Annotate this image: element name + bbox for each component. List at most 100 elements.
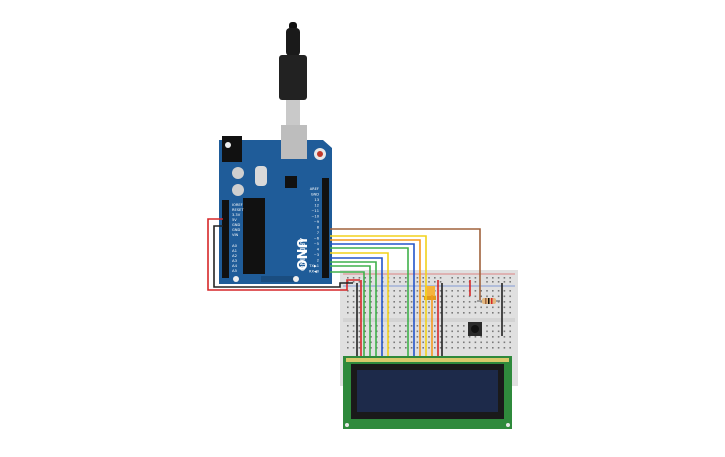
breadboard-hole xyxy=(428,281,430,283)
breadboard-hole xyxy=(358,281,361,283)
breadboard-hole xyxy=(422,341,424,344)
breadboard-hole xyxy=(451,341,453,344)
breadboard-hole xyxy=(463,336,465,338)
breadboard-hole xyxy=(492,281,494,283)
breadboard-hole xyxy=(474,290,477,292)
breadboard-hole xyxy=(364,341,366,344)
button-cap xyxy=(471,325,479,333)
breadboard-hole xyxy=(463,306,465,309)
breadboard-hole xyxy=(364,290,366,292)
breadboard-hole xyxy=(399,306,401,309)
breadboard-hole xyxy=(352,281,355,283)
breadboard-hole xyxy=(364,312,366,314)
breadboard-hole xyxy=(358,295,361,298)
digital-header xyxy=(322,178,329,278)
breadboard-hole xyxy=(445,295,448,298)
usb-port xyxy=(281,125,307,159)
breadboard-hole xyxy=(474,277,477,279)
breadboard-hole xyxy=(370,336,372,338)
breadboard-hole xyxy=(509,281,511,283)
breadboard-hole xyxy=(347,301,349,303)
breadboard-hole xyxy=(457,306,459,309)
breadboard-hole xyxy=(492,312,494,314)
breadboard-hole xyxy=(480,336,482,338)
breadboard-hole xyxy=(405,347,407,349)
breadboard-hole xyxy=(410,330,413,333)
breadboard-hole xyxy=(445,341,448,344)
breadboard-hole xyxy=(434,277,436,279)
breadboard-hole xyxy=(399,295,401,298)
breadboard-hole xyxy=(370,290,372,292)
breadboard-hole xyxy=(463,290,465,292)
breadboard-hole xyxy=(463,341,465,344)
breadboard-hole xyxy=(445,306,448,309)
breadboard-hole xyxy=(451,277,453,279)
capacitor-1 xyxy=(232,167,244,179)
wire-yellow xyxy=(330,235,427,362)
breadboard-hole xyxy=(474,306,477,309)
breadboard-hole xyxy=(405,325,407,327)
breadboard-hole xyxy=(347,341,349,344)
arduino-logo-text: ARDUINO xyxy=(298,238,306,271)
breadboard-hole xyxy=(358,312,361,314)
breadboard-hole xyxy=(445,330,448,333)
wire-blue-1 xyxy=(330,243,415,362)
digital-pin-label: 8 xyxy=(317,226,320,230)
breadboard-hole xyxy=(364,301,366,303)
breadboard-hole xyxy=(503,312,506,314)
breadboard-hole xyxy=(439,281,442,283)
resistor-band xyxy=(485,298,487,304)
breadboard-hole xyxy=(364,330,366,333)
breadboard-hole xyxy=(352,312,355,314)
breadboard-hole xyxy=(503,301,506,303)
breadboard-hole xyxy=(352,290,355,292)
breadboard-hole xyxy=(393,306,395,309)
breadboard-hole xyxy=(405,281,407,283)
breadboard-hole xyxy=(463,325,465,327)
potentiometer[interactable] xyxy=(424,286,436,300)
breadboard-hole xyxy=(492,277,494,279)
breadboard-hole xyxy=(399,301,401,303)
breadboard-hole xyxy=(358,330,361,333)
push-button[interactable] xyxy=(468,322,482,336)
breadboard-hole xyxy=(416,341,419,344)
breadboard-hole xyxy=(439,341,442,344)
resistor[interactable] xyxy=(477,298,500,304)
breadboard-hole xyxy=(486,290,488,292)
breadboard-hole xyxy=(439,325,442,327)
power-jack xyxy=(222,136,242,162)
breadboard-hole xyxy=(492,295,494,298)
breadboard-hole xyxy=(468,295,471,298)
wire-5v xyxy=(207,218,360,291)
breadboard-hole xyxy=(347,336,349,338)
breadboard-hole xyxy=(393,341,395,344)
breadboard-hole xyxy=(509,330,511,333)
breadboard-hole xyxy=(370,306,372,309)
breadboard-hole xyxy=(347,306,349,309)
resistor-band xyxy=(488,298,490,304)
breadboard-hole xyxy=(352,306,355,309)
breadboard-hole xyxy=(503,325,506,327)
breadboard-hole xyxy=(393,290,395,292)
breadboard-hole xyxy=(457,277,459,279)
breadboard-hole xyxy=(410,290,413,292)
breadboard-hole xyxy=(434,336,436,338)
breadboard-hole xyxy=(422,295,424,298)
breadboard-hole xyxy=(497,281,500,283)
breadboard-hole xyxy=(509,306,511,309)
breadboard-hole xyxy=(480,341,482,344)
breadboard-hole xyxy=(492,306,494,309)
arduino-uno[interactable]: ARDUINO UNO AREFGND1312~11~10~987~6~54~3… xyxy=(219,125,332,284)
breadboard-hole xyxy=(428,312,430,314)
breadboard-hole xyxy=(370,277,372,279)
breadboard-hole xyxy=(463,281,465,283)
wire-blue-2 xyxy=(330,257,383,362)
breadboard-hole xyxy=(509,325,511,327)
usb-cable[interactable] xyxy=(279,22,307,125)
breadboard-hole xyxy=(370,325,372,327)
breadboard-hole xyxy=(428,336,430,338)
breadboard-hole xyxy=(352,336,355,338)
breadboard-hole xyxy=(393,281,395,283)
breadboard-hole xyxy=(422,281,424,283)
lcd-16x2[interactable] xyxy=(343,356,512,429)
